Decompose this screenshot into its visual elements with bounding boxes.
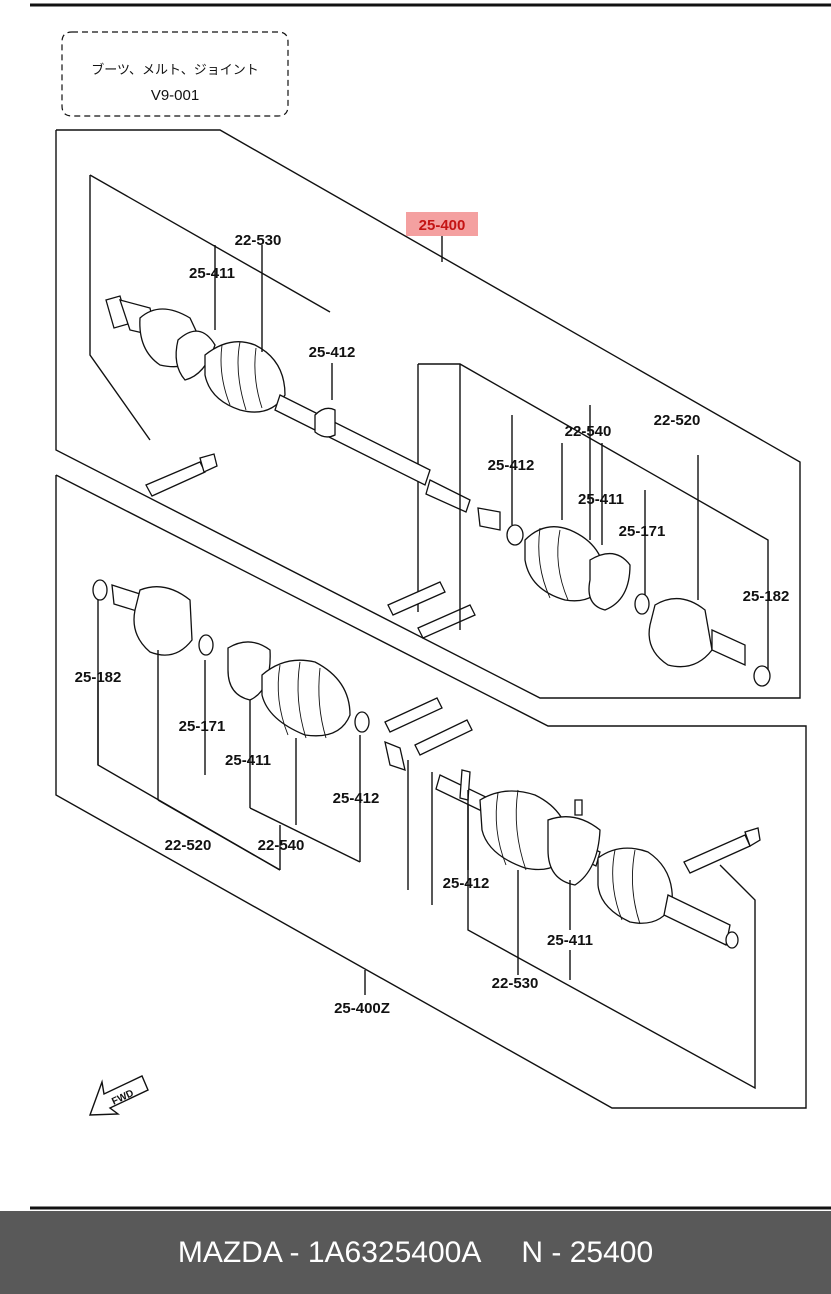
label-lower-25-411: 25-411 xyxy=(225,752,271,769)
label-25-400: 25-400 xyxy=(419,217,466,234)
label-right-25-171: 25-171 xyxy=(619,523,666,540)
header-code: V9-001 xyxy=(151,87,199,104)
label-upper-25-411: 25-411 xyxy=(189,265,235,282)
parts-diagram: ブーツ、メルト、ジョイント V9-001 25-400 xyxy=(30,3,831,1210)
lower-left-joint xyxy=(92,579,473,890)
header-box: ブーツ、メルト、ジョイント V9-001 xyxy=(61,31,289,117)
label-lower-r-25-412: 25-412 xyxy=(443,875,490,892)
label-lower-25-171: 25-171 xyxy=(179,718,226,735)
label-upper-25-412: 25-412 xyxy=(309,344,356,361)
label-lower-r-25-411: 25-411 xyxy=(547,932,593,949)
upper-left-joint xyxy=(105,245,431,497)
label-right-25-182: 25-182 xyxy=(743,588,790,605)
label-25-400z: 25-400Z xyxy=(334,1000,390,1017)
label-right-22-540: 22-540 xyxy=(565,423,612,440)
label-right-22-520: 22-520 xyxy=(654,412,701,429)
label-lower-22-540: 22-540 xyxy=(258,837,305,854)
label-lower-22-520: 22-520 xyxy=(165,837,212,854)
upper-assembly-frame xyxy=(55,129,801,699)
label-lower-25-182: 25-182 xyxy=(75,669,122,686)
fwd-arrow-icon: FWD xyxy=(88,1075,149,1116)
label-right-25-412: 25-412 xyxy=(488,457,535,474)
header-category: ブーツ、メルト、ジョイント xyxy=(91,62,258,78)
lower-assembly-frame xyxy=(55,474,807,1109)
label-lower-25-412: 25-412 xyxy=(333,790,380,807)
upper-right-joint xyxy=(387,364,771,687)
label-upper-22-530: 22-530 xyxy=(235,232,282,249)
label-right-25-411: 25-411 xyxy=(578,491,624,508)
main-assembly-label[interactable]: 25-400 xyxy=(406,212,478,262)
footer-part-number: MAZDA - 1A6325400A N - 25400 xyxy=(177,1235,654,1269)
footer-bar: MAZDA - 1A6325400A N - 25400 xyxy=(0,1211,831,1294)
label-lower-r-22-530: 22-530 xyxy=(492,975,539,992)
lower-right-joint xyxy=(384,740,761,980)
